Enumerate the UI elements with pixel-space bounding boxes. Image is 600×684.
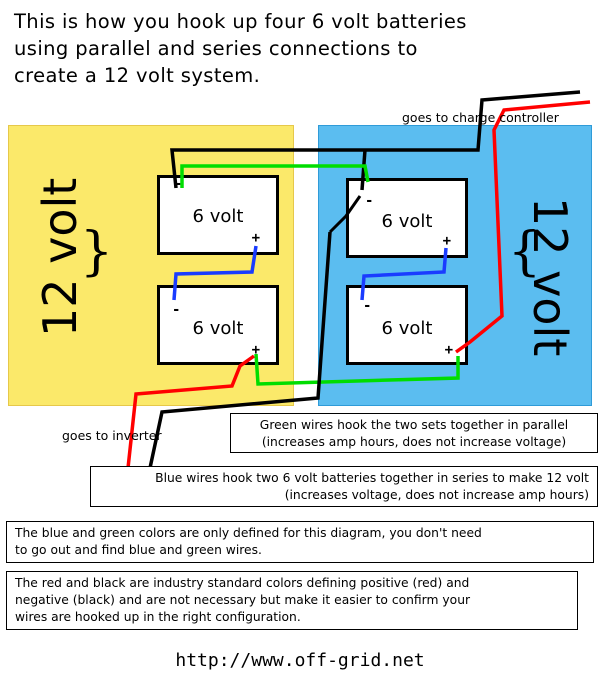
- title-line-3: create a 12 volt system.: [14, 64, 261, 87]
- negative-terminal: -: [174, 176, 183, 192]
- blue-wire-note: Blue wires hook two 6 volt batteries tog…: [90, 466, 598, 507]
- positive-terminal: +: [444, 342, 453, 358]
- standard-note-line-3: wires are hooked up in the right configu…: [15, 610, 301, 624]
- negative-terminal: -: [363, 298, 372, 314]
- left-brace: }: [80, 222, 114, 282]
- battery-top-right: - 6 volt +: [346, 178, 468, 258]
- title-line-2: using parallel and series connections to: [14, 37, 418, 60]
- blue-note-line-2: (increases voltage, does not increase am…: [284, 488, 589, 502]
- battery-bottom-right: - 6 volt +: [346, 285, 468, 365]
- negative-terminal: -: [365, 193, 374, 209]
- charge-controller-label: goes to charge controller: [402, 110, 559, 125]
- positive-terminal: +: [442, 233, 451, 249]
- inverter-label: goes to inverter: [62, 428, 162, 443]
- positive-terminal: +: [251, 230, 260, 246]
- battery-label: 6 volt: [381, 211, 433, 232]
- green-note-line-1: Green wires hook the two sets together i…: [259, 418, 569, 432]
- battery-top-left: - 6 volt +: [157, 175, 279, 255]
- battery-label: 6 volt: [381, 318, 433, 339]
- source-url: http://www.off-grid.net: [175, 650, 425, 671]
- standard-note-line-1: The red and black are industry standard …: [15, 576, 470, 590]
- blue-note-line-1: Blue wires hook two 6 volt batteries tog…: [155, 471, 589, 485]
- negative-terminal: -: [172, 302, 181, 318]
- standard-note-line-2: negative (black) and are not necessary b…: [15, 593, 471, 607]
- battery-label: 6 volt: [192, 206, 244, 227]
- title-line-1: This is how you hook up four 6 volt batt…: [14, 10, 467, 33]
- positive-terminal: +: [251, 342, 260, 358]
- battery-bottom-left: - 6 volt +: [157, 285, 279, 365]
- battery-label: 6 volt: [192, 318, 244, 339]
- right-brace: {: [508, 222, 542, 282]
- green-wire-note: Green wires hook the two sets together i…: [230, 413, 598, 453]
- diagram-title: This is how you hook up four 6 volt batt…: [14, 8, 594, 89]
- colors-note-line-2: to go out and find blue and green wires.: [15, 543, 262, 557]
- colors-note-line-1: The blue and green colors are only defin…: [15, 526, 482, 540]
- standard-colors-note: The red and black are industry standard …: [6, 571, 578, 630]
- left-12-volt-label: 12 volt: [33, 177, 87, 337]
- colors-disclaimer-note: The blue and green colors are only defin…: [6, 521, 594, 563]
- green-note-line-2: (increases amp hours, does not increase …: [261, 435, 567, 449]
